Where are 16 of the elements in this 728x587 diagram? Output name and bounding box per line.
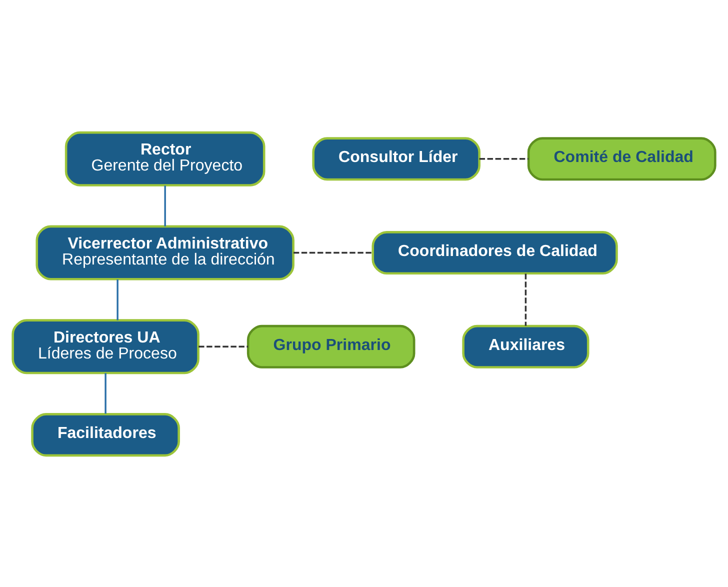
node-box: Coordinadores de Calidad <box>372 230 618 274</box>
connector <box>104 372 106 414</box>
node-box: Auxiliares <box>462 324 590 368</box>
node-box: Directores UA Líderes de Proceso <box>12 318 200 374</box>
connector <box>198 345 248 348</box>
node-box: Rector Gerente del Proyecto <box>64 130 266 186</box>
connector <box>524 273 527 326</box>
connector <box>164 185 166 226</box>
connector <box>116 278 118 320</box>
node-box: Facilitadores <box>31 412 180 456</box>
connector <box>479 158 528 160</box>
node-box: Consultor Líder <box>312 136 480 180</box>
connector <box>294 251 373 254</box>
node-box: Grupo Primario <box>246 324 416 368</box>
node-box: Comité de Calidad <box>527 136 716 180</box>
node-box: Vicerrector Administrativo Representante de la dirección <box>36 224 294 280</box>
